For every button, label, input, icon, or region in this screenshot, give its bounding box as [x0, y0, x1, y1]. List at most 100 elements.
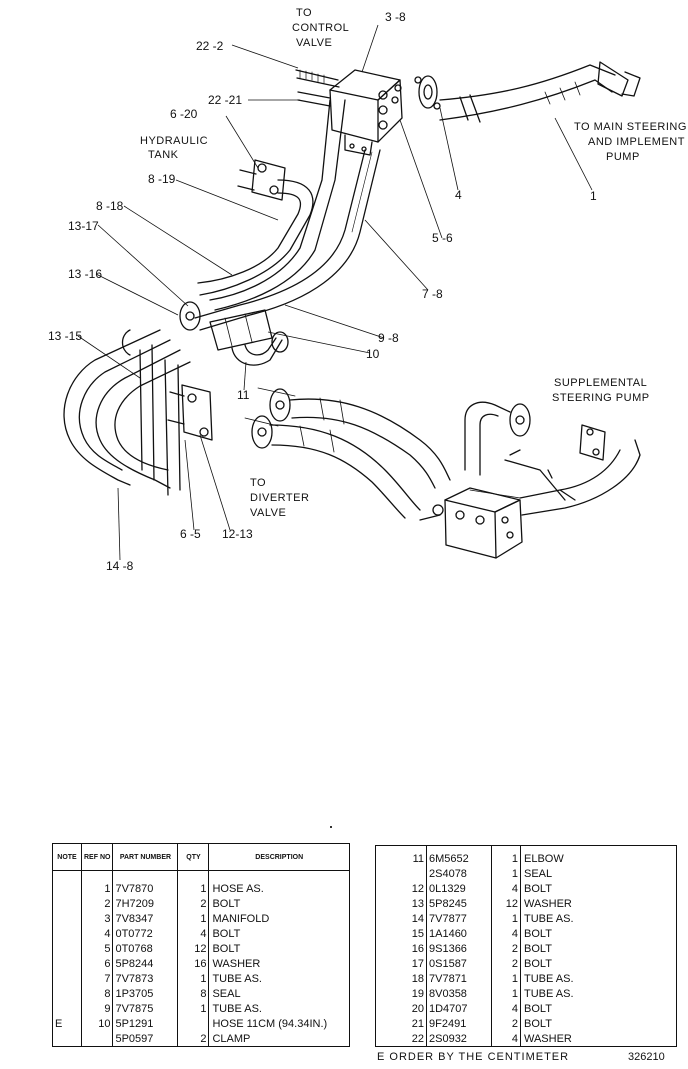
cell-desc: WASHER — [212, 957, 261, 970]
cell-qty: 1 — [177, 1001, 210, 1016]
callout-9-8: 9 -8 — [378, 331, 399, 345]
cell-ref: 12 — [400, 881, 427, 896]
cell-desc: BOLT — [524, 1017, 552, 1030]
callout-5-6: 5 -6 — [432, 231, 453, 245]
cell-ref: 19 — [400, 986, 427, 1001]
cell-qty: 4 — [177, 926, 210, 941]
cell-ref: 16 — [400, 941, 427, 956]
cell-ref: 1 — [81, 881, 114, 896]
callout-6-5: 6 -5 — [180, 527, 201, 541]
parts-table-left: NOTE REF NO PART NUMBER QTY DESCRIPTION … — [52, 843, 350, 1047]
cell-note — [52, 956, 82, 971]
svg-text:AND IMPLEMENT: AND IMPLEMENT — [588, 136, 685, 148]
cell-qty: 2 — [177, 896, 210, 911]
cell-part: 6M5652 — [426, 851, 492, 866]
svg-text:DIVERTER: DIVERTER — [250, 492, 309, 504]
svg-text:STEERING PUMP: STEERING PUMP — [552, 392, 650, 404]
cell-qty: 1 — [491, 851, 521, 866]
cell-part: 7V7871 — [426, 971, 492, 986]
callout-11: 11 — [237, 388, 250, 402]
cell-qty: 12 — [491, 896, 521, 911]
label-supplemental-steering-pump: SUPPLEMENTAL STEERING PUMP — [552, 377, 650, 404]
cell-desc: BOLT — [524, 927, 552, 940]
cell-qty: 1 — [491, 971, 521, 986]
cell-part: 2S0932 — [426, 1031, 492, 1047]
hose-assembly-1 — [439, 61, 641, 123]
callout-6-20: 6 -20 — [170, 107, 198, 121]
callout-8-19: 8 -19 — [148, 172, 176, 186]
exploded-parts-drawing: 3 -8 22 -2 22 -21 6 -20 8 -19 8 -18 13-1… — [48, 7, 686, 573]
label-main-steering-pump: TO MAIN STEERING AND IMPLEMENT PUMP — [574, 121, 686, 163]
cell-part: 7H7209 — [112, 896, 179, 911]
cell-desc: HOSE AS. — [212, 882, 264, 895]
cell-note — [52, 986, 82, 1001]
cell-qty: 1 — [491, 986, 521, 1001]
flange-4 — [414, 75, 441, 110]
cell-note — [52, 881, 82, 896]
cell-desc: WASHER — [524, 1032, 572, 1045]
cell-ref — [81, 1031, 114, 1047]
table-header-row: NOTE REF NO PART NUMBER QTY DESCRIPTION — [52, 843, 350, 871]
svg-text:VALVE: VALVE — [250, 507, 286, 519]
cell-part: 1A1460 — [426, 926, 492, 941]
callout-10: 10 — [366, 347, 380, 361]
svg-text:TO: TO — [296, 7, 312, 19]
cell-desc: BOLT — [524, 1002, 552, 1015]
elbow-11 — [231, 331, 289, 366]
supplemental-hoses — [244, 387, 451, 519]
cell-ref: 8 — [81, 986, 114, 1001]
cell-qty: 2 — [491, 1016, 521, 1031]
cell-part: 7V7877 — [426, 911, 492, 926]
cell-ref: 20 — [400, 1001, 427, 1016]
cell-note — [52, 1001, 82, 1016]
cell-qty: 8 — [177, 986, 210, 1001]
cell-qty: 1 — [177, 881, 210, 896]
cell-note — [376, 986, 401, 1001]
label-to-diverter-valve: TO DIVERTER VALVE — [250, 477, 309, 519]
cell-ref: 9 — [81, 1001, 114, 1016]
cell-desc: BOLT — [212, 897, 241, 910]
svg-text:HYDRAULIC: HYDRAULIC — [140, 135, 208, 147]
cell-ref: 15 — [400, 926, 427, 941]
cell-part: 7V8347 — [112, 911, 179, 926]
figure-number: 326210 — [628, 1051, 665, 1063]
cell-part: 7V7875 — [112, 1001, 179, 1016]
cell-part: 1D4707 — [426, 1001, 492, 1016]
cell-desc: WASHER — [524, 897, 572, 910]
cell-note — [376, 971, 401, 986]
cell-ref: 7 — [81, 971, 114, 986]
cell-part: 2S4078 — [426, 866, 492, 881]
cell-qty: 12 — [177, 941, 210, 956]
cell-note — [376, 956, 401, 971]
manifold-3 — [329, 69, 403, 156]
cell-qty: 4 — [491, 1031, 521, 1047]
label-to-control-valve: TO CONTROL VALVE — [292, 7, 349, 49]
cell-note: E — [52, 1016, 82, 1031]
cell-desc: TUBE AS. — [212, 972, 262, 985]
svg-text:VALVE: VALVE — [296, 37, 332, 49]
cell-qty: 4 — [491, 881, 521, 896]
cell-ref: 14 — [400, 911, 427, 926]
tube-assembly-7 — [194, 149, 381, 331]
cell-desc: BOLT — [212, 942, 241, 955]
cell-part: 0S1587 — [426, 956, 492, 971]
tank-flange — [237, 159, 286, 201]
cell-ref: 2 — [81, 896, 114, 911]
cell-qty: 2 — [177, 1031, 210, 1047]
callout-3-8: 3 -8 — [385, 10, 406, 24]
scan-mark — [330, 826, 332, 828]
cell-qty: 4 — [491, 926, 521, 941]
cell-note — [52, 911, 82, 926]
cell-part: 1P3705 — [112, 986, 179, 1001]
